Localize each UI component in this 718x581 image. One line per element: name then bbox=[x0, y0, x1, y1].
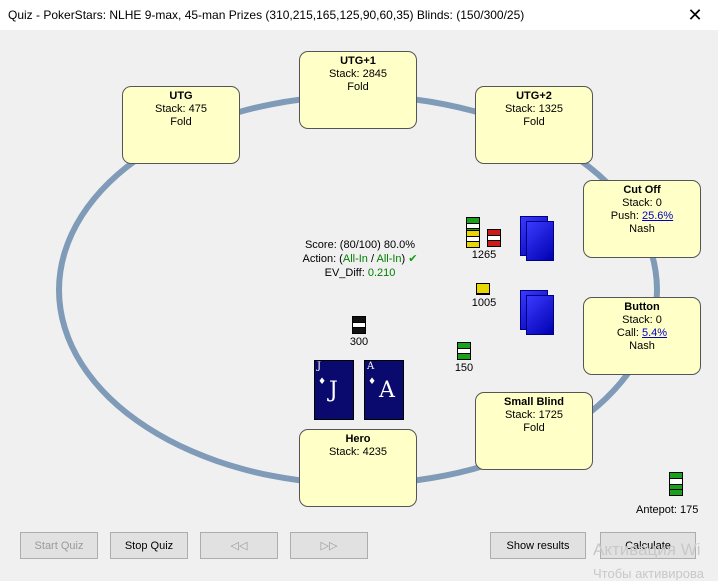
seat-stack: Stack: 0 bbox=[622, 314, 662, 326]
action-result: Action: (All-In / All-In) ✔ bbox=[280, 252, 440, 266]
seat-name: Small Blind bbox=[504, 396, 564, 408]
chip-stack-icon bbox=[476, 284, 490, 294]
ev-value: 0.210 bbox=[367, 267, 396, 279]
seat-hero: Hero Stack: 4235 bbox=[299, 429, 417, 507]
hero-card-2: A ♦ A bbox=[364, 360, 404, 420]
title-bar: Quiz - PokerStars: NLHE 9-max, 45-man Pr… bbox=[0, 0, 718, 30]
seat-action: Call: 5.4% bbox=[584, 327, 700, 340]
action-label: Call: bbox=[616, 327, 642, 339]
seat-stack: Stack: 0 bbox=[622, 197, 662, 209]
seat-note: Nash bbox=[629, 223, 655, 235]
seat-name: Button bbox=[624, 301, 660, 313]
seat-utg2: UTG+2 Stack: 1325 Fold bbox=[475, 86, 593, 164]
card-rank: A bbox=[379, 378, 395, 403]
action-prefix: Action: ( bbox=[302, 253, 343, 265]
bet-amount-small-blind: 150 bbox=[454, 362, 474, 374]
next-button[interactable]: ▷▷ bbox=[290, 532, 368, 559]
action-correct: All-In bbox=[342, 253, 368, 265]
action-chosen: All-In bbox=[376, 253, 402, 265]
seat-action: Fold bbox=[170, 116, 192, 128]
seat-small-blind: Small Blind Stack: 1725 Fold bbox=[475, 392, 593, 470]
start-quiz-button[interactable]: Start Quiz bbox=[20, 532, 98, 559]
chip-stack-icon bbox=[487, 229, 501, 247]
previous-button[interactable]: ◁◁ bbox=[200, 532, 278, 559]
seat-note: Nash bbox=[629, 340, 655, 352]
card-corner-rank: A bbox=[367, 361, 375, 372]
seat-stack: Stack: 1325 bbox=[504, 103, 564, 115]
show-results-button[interactable]: Show results bbox=[490, 532, 586, 559]
close-icon[interactable]: ✕ bbox=[687, 4, 703, 25]
card-backs-cutoff bbox=[520, 216, 558, 262]
seat-name: Cut Off bbox=[623, 184, 661, 196]
call-range-link[interactable]: 5.4% bbox=[641, 327, 668, 339]
seat-utg1: UTG+1 Stack: 2845 Fold bbox=[299, 51, 417, 129]
card-backs-button bbox=[520, 290, 558, 336]
seat-name: UTG bbox=[169, 90, 193, 102]
bet-amount-cutoff: 1265 bbox=[471, 249, 497, 261]
push-range-link[interactable]: 25.6% bbox=[641, 210, 674, 222]
antepot-label: Antepot: 175 bbox=[636, 504, 699, 516]
ev-diff: EV_Diff: 0.210 bbox=[280, 266, 440, 280]
bet-amount-button: 1005 bbox=[471, 297, 497, 309]
seat-stack: Stack: 2845 bbox=[328, 68, 388, 80]
diamond-icon: ♦ bbox=[318, 377, 327, 387]
seat-button: Button Stack: 0 Call: 5.4% Nash bbox=[583, 297, 701, 375]
action-suffix: ) bbox=[401, 253, 406, 265]
activation-watermark: Активация Wi bbox=[593, 540, 701, 559]
chip-stack-icon bbox=[457, 342, 471, 360]
seat-stack: Stack: 4235 bbox=[328, 446, 388, 458]
diamond-icon: ♦ bbox=[368, 377, 377, 387]
activation-watermark-subtext: Чтобы активирова bbox=[593, 566, 705, 581]
chip-stack-icon bbox=[352, 316, 366, 334]
seat-stack: Stack: 475 bbox=[155, 103, 207, 115]
bet-amount-hero: 300 bbox=[349, 336, 369, 348]
score-panel: Score: (80/100) 80.0% Action: (All-In / … bbox=[280, 238, 440, 280]
window-title: Quiz - PokerStars: NLHE 9-max, 45-man Pr… bbox=[8, 8, 525, 22]
seat-action: Fold bbox=[523, 116, 545, 128]
seat-action: Fold bbox=[523, 422, 545, 434]
seat-name: UTG+2 bbox=[516, 90, 552, 102]
seat-name: UTG+1 bbox=[340, 55, 376, 67]
card-rank: J bbox=[329, 378, 338, 403]
calculate-button[interactable]: Calculate bbox=[600, 532, 696, 559]
check-icon: ✔ bbox=[408, 253, 418, 265]
seat-cutoff: Cut Off Stack: 0 Push: 25.6% Nash bbox=[583, 180, 701, 258]
seat-action: Fold bbox=[347, 81, 369, 93]
seat-name: Hero bbox=[345, 433, 371, 445]
chip-stack-icon bbox=[466, 230, 480, 248]
seat-action: Push: 25.6% bbox=[584, 210, 700, 223]
ev-label: EV_Diff: bbox=[324, 267, 368, 279]
card-corner-rank: J bbox=[317, 361, 322, 372]
seat-stack: Stack: 1725 bbox=[504, 409, 564, 421]
action-separator: / bbox=[367, 253, 377, 265]
seat-utg: UTG Stack: 475 Fold bbox=[122, 86, 240, 164]
hero-card-1: J ♦ J bbox=[314, 360, 354, 420]
stop-quiz-button[interactable]: Stop Quiz bbox=[110, 532, 188, 559]
chip-stack-icon bbox=[669, 472, 683, 496]
score-text: Score: (80/100) 80.0% bbox=[304, 239, 416, 251]
action-label: Push: bbox=[610, 210, 642, 222]
